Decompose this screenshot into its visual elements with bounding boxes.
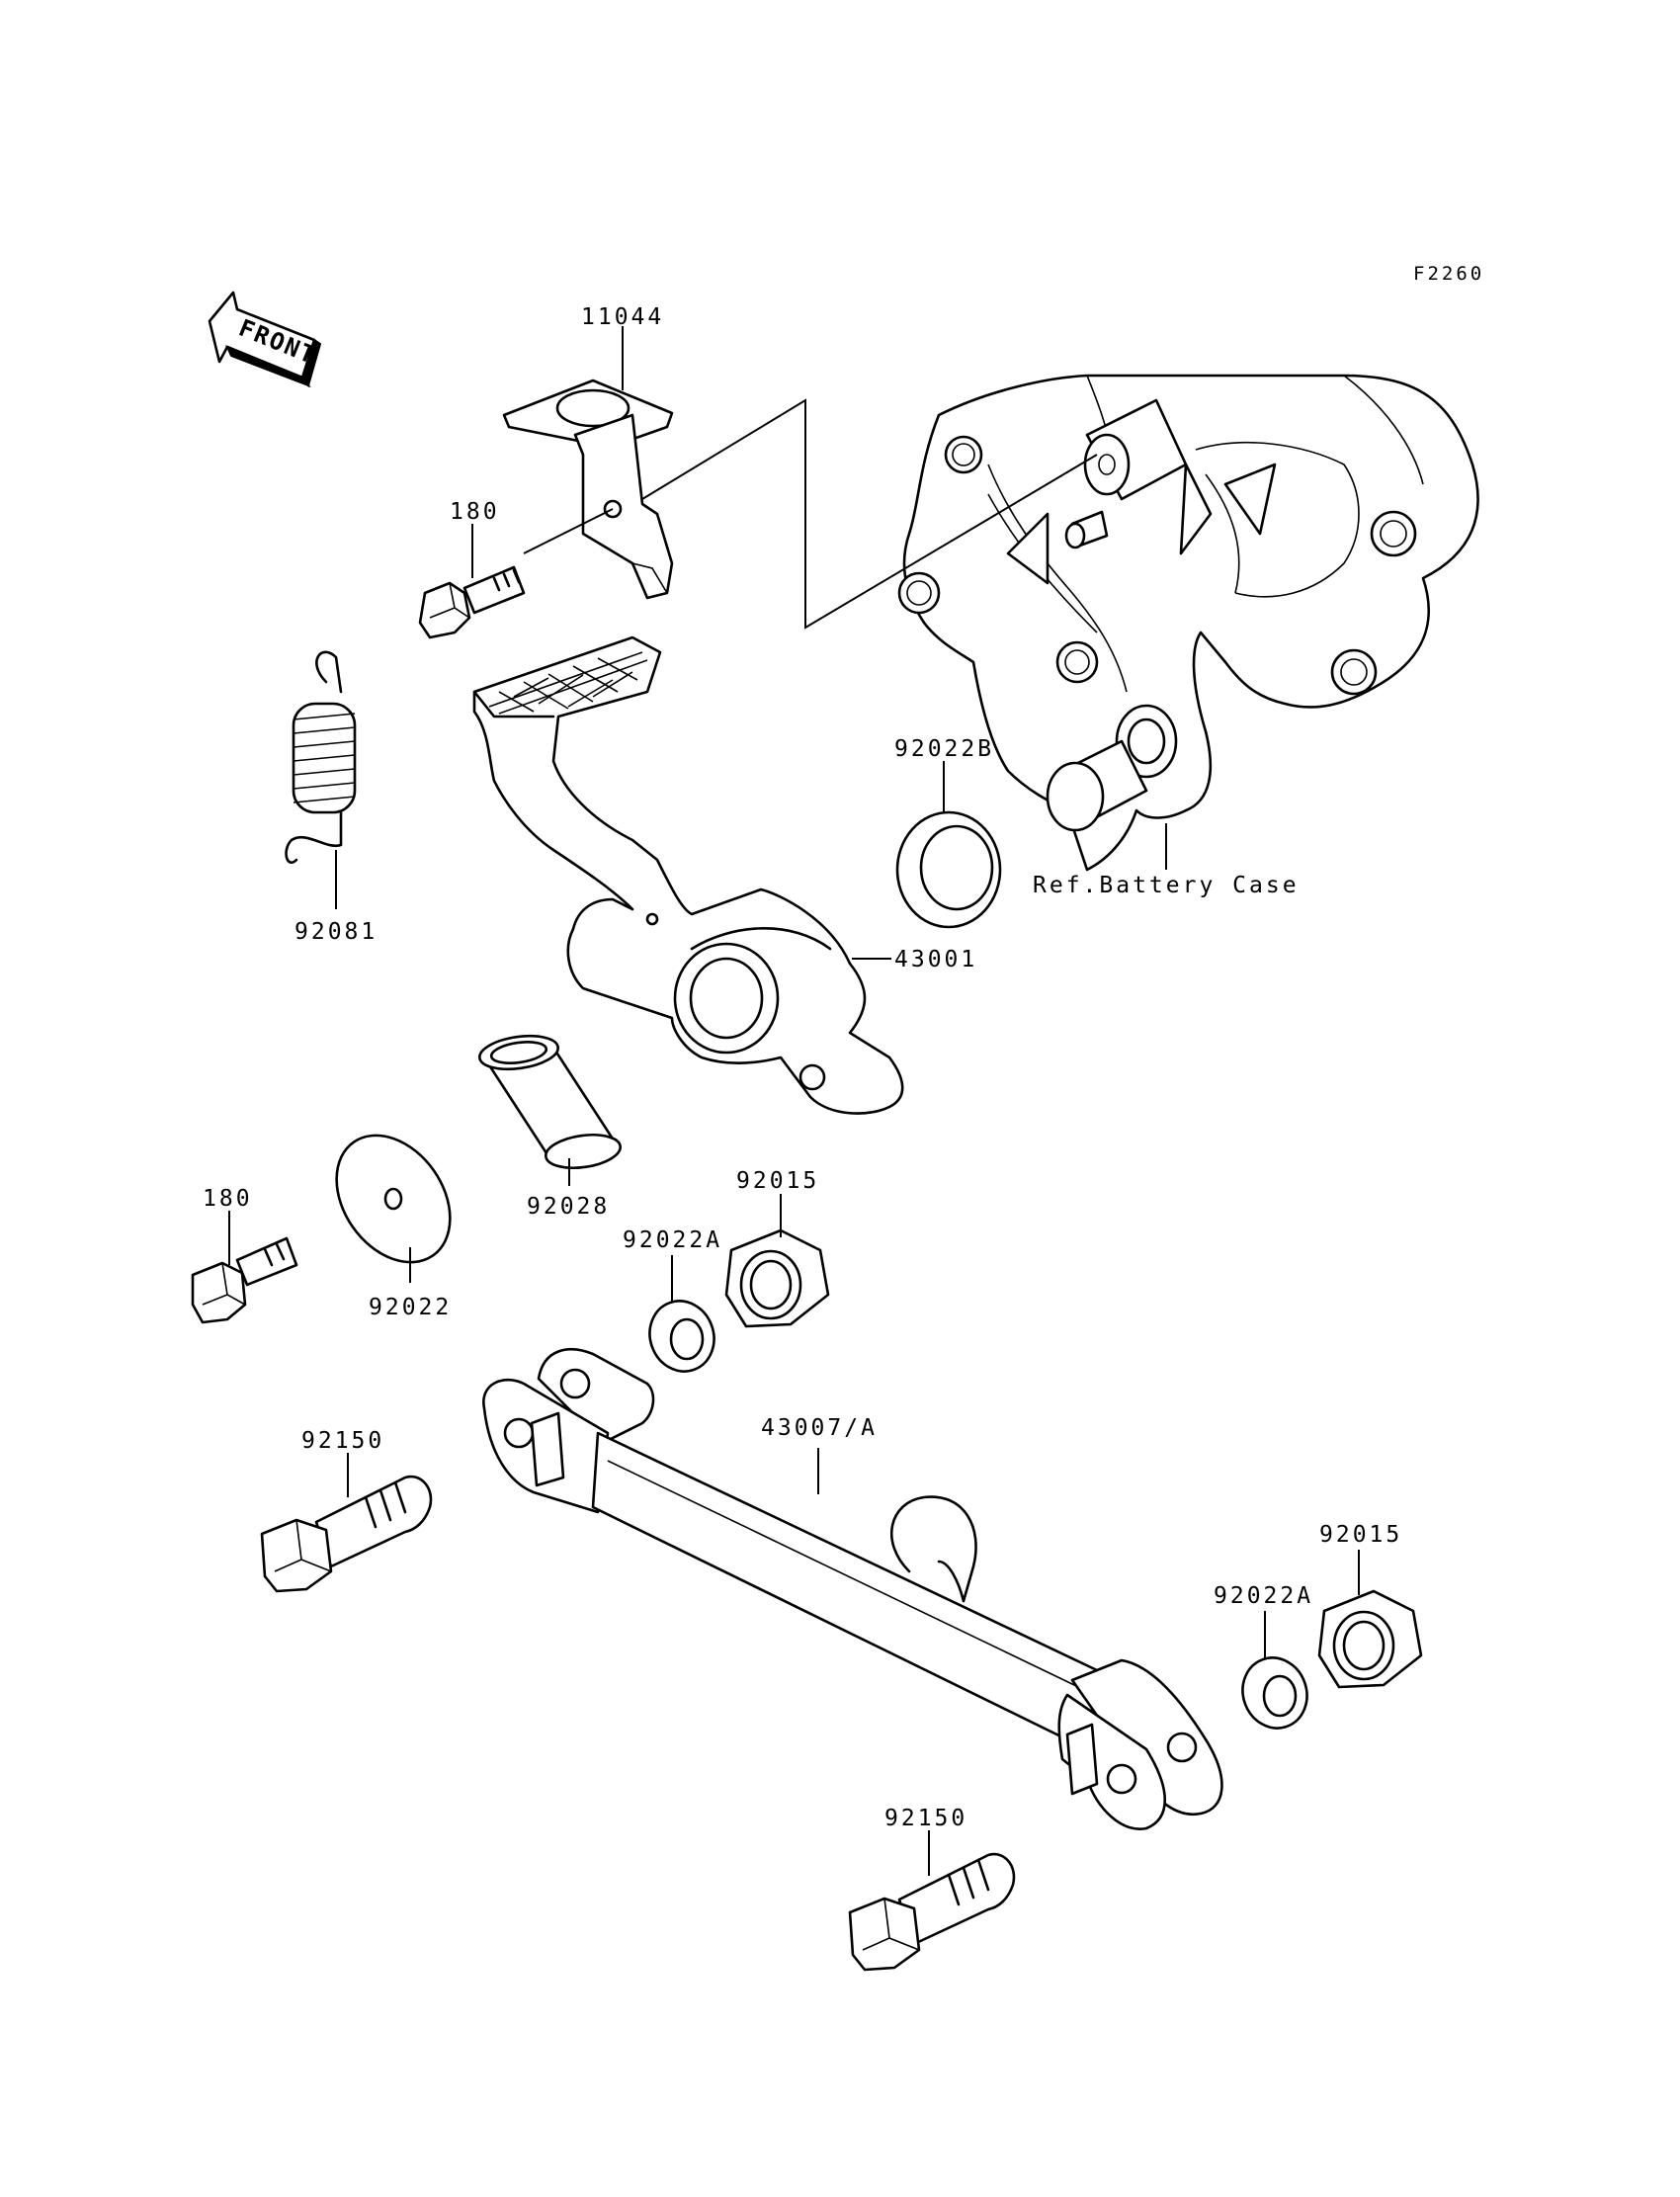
bolt-180-left xyxy=(191,1236,298,1324)
brake-pedal-43001 xyxy=(472,635,904,1115)
figure-code: F2260 xyxy=(1413,263,1484,285)
label-11044: 11044 xyxy=(581,304,664,330)
bracket-11044 xyxy=(502,379,674,600)
ref-note: Ref.Battery Case xyxy=(1033,873,1300,898)
washer-92022B xyxy=(895,810,1002,929)
bolt-180-top xyxy=(418,565,526,639)
label-92015-right: 92015 xyxy=(1319,1522,1402,1548)
label-92028: 92028 xyxy=(527,1194,610,1220)
washer-92022A-upper xyxy=(648,1300,715,1373)
leader-bracket-frame xyxy=(641,398,1098,630)
label-92081: 92081 xyxy=(294,919,378,945)
label-92150-left: 92150 xyxy=(301,1428,384,1454)
spring-92081 xyxy=(285,650,357,864)
rod-43007A xyxy=(482,1348,1223,1830)
label-43001: 43001 xyxy=(894,947,977,972)
label-43007A: 43007/A xyxy=(761,1415,878,1441)
collar-92028 xyxy=(478,1034,622,1170)
label-92015-upper: 92015 xyxy=(736,1168,819,1194)
label-92022: 92022 xyxy=(369,1295,452,1320)
nut-92015-upper xyxy=(724,1228,830,1328)
label-180-left: 180 xyxy=(203,1186,253,1212)
label-92022A-upper: 92022A xyxy=(623,1227,722,1253)
label-180-top: 180 xyxy=(450,499,500,525)
battery-case-frame xyxy=(897,374,1479,872)
washer-92022 xyxy=(335,1134,452,1264)
label-92022B: 92022B xyxy=(894,736,994,762)
nut-92015-right xyxy=(1317,1589,1423,1689)
bolt-92150-left xyxy=(260,1475,433,1593)
label-92150-bottom: 92150 xyxy=(884,1806,967,1831)
front-arrow-icon: FRONT xyxy=(208,291,322,388)
washer-92022A-right xyxy=(1241,1656,1308,1730)
bolt-92150-bottom xyxy=(848,1852,1016,1972)
label-92022A-right: 92022A xyxy=(1214,1583,1313,1609)
